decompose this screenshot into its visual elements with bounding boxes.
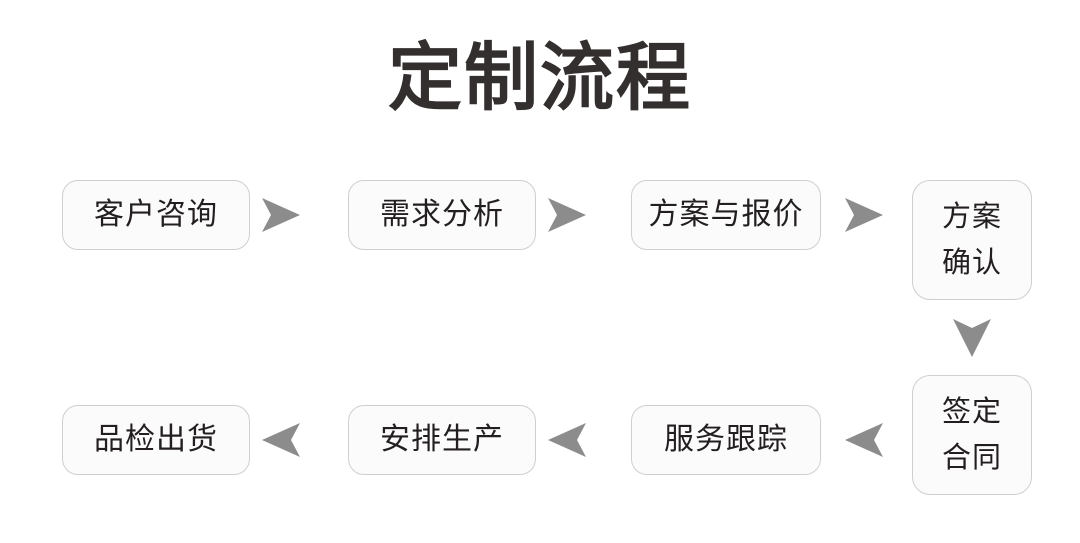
arrow-right-icon-3 (841, 196, 885, 234)
arrow-left-icon-3 (258, 421, 302, 459)
flow-node-quality-inspection-shipping[interactable]: 品检出货 (62, 405, 250, 475)
flow-node-customer-consultation[interactable]: 客户咨询 (62, 180, 250, 250)
flow-node-proposal-and-quotation[interactable]: 方案与报价 (631, 180, 821, 250)
flow-node-service-tracking[interactable]: 服务跟踪 (631, 405, 821, 475)
arrow-down-icon-1 (950, 315, 994, 359)
arrow-left-icon-1 (841, 421, 885, 459)
flow-node-requirement-analysis[interactable]: 需求分析 (348, 180, 536, 250)
arrow-right-icon-1 (258, 196, 302, 234)
arrow-right-icon-2 (544, 196, 588, 234)
flow-node-proposal-confirmation[interactable]: 方案 确认 (912, 180, 1032, 300)
flow-node-arrange-production[interactable]: 安排生产 (348, 405, 536, 475)
flow-node-sign-contract[interactable]: 签定 合同 (912, 375, 1032, 495)
page-title: 定制流程 (388, 36, 692, 119)
arrow-left-icon-2 (544, 421, 588, 459)
